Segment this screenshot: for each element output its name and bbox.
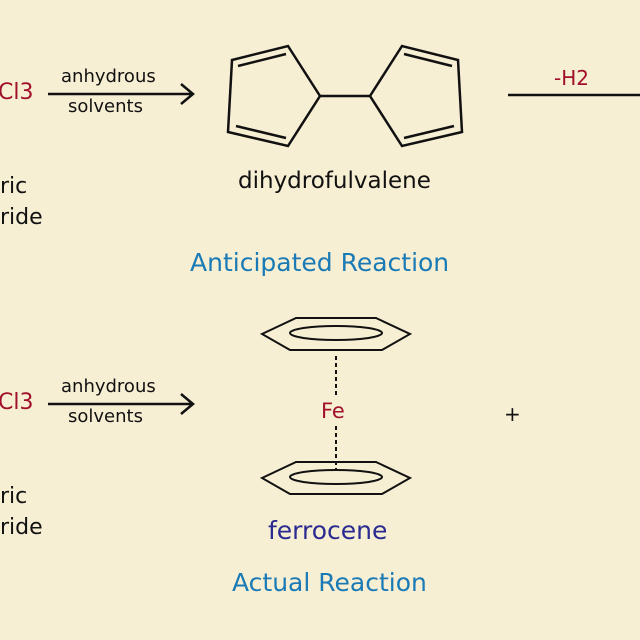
reactant-name-line2: ride xyxy=(0,515,43,540)
condition-top: anhydrous xyxy=(61,376,156,397)
reactant-name-line1: ric xyxy=(0,484,28,509)
dihydrofulvalene-structure xyxy=(226,44,464,148)
reactant-formula: Cl3 xyxy=(0,390,34,415)
condition-bottom: solvents xyxy=(68,406,143,427)
condition-bottom: solvents xyxy=(68,96,143,117)
reactant-formula: Cl3 xyxy=(0,80,34,105)
iron-label: Fe xyxy=(321,399,345,423)
product-name: dihydrofulvalene xyxy=(238,168,431,194)
arrow-actual xyxy=(48,393,195,415)
actual-title: Actual Reaction xyxy=(232,568,427,597)
anticipated-title: Anticipated Reaction xyxy=(190,248,450,277)
ferrocene-structure xyxy=(259,317,413,495)
h2-loss-label: -H2 xyxy=(554,66,589,90)
arrow-anticipated xyxy=(48,83,195,105)
condition-top: anhydrous xyxy=(61,66,156,87)
reactant-name-line1: ric xyxy=(0,174,28,199)
plus-sign: + xyxy=(504,402,521,426)
product-name: ferrocene xyxy=(268,516,388,545)
reactant-name-line2: ride xyxy=(0,205,43,230)
